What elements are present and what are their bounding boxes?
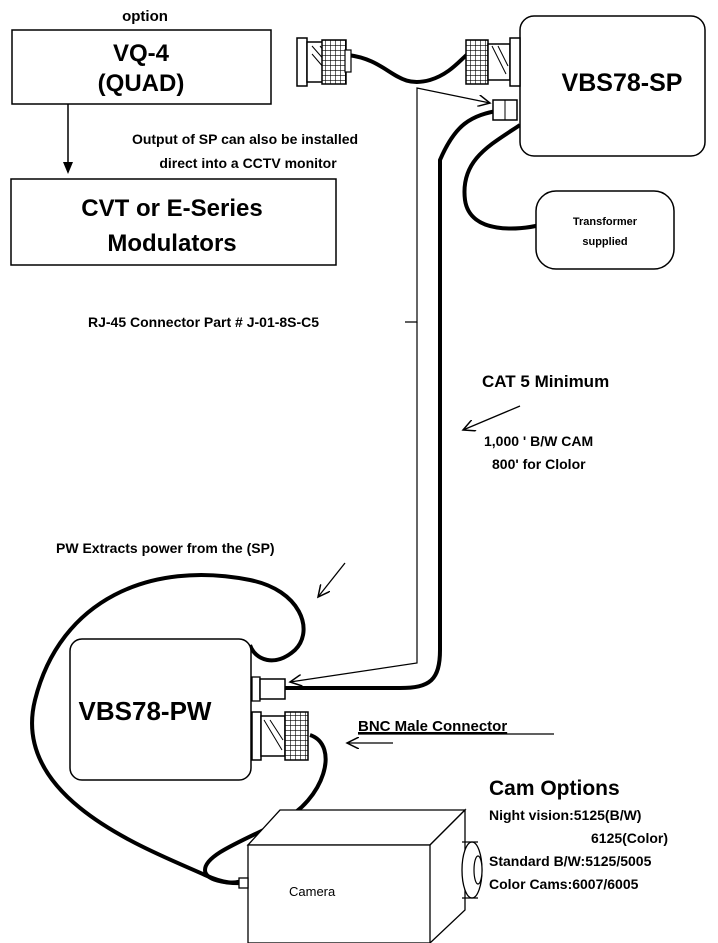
sp-label: VBS78-SP xyxy=(562,69,683,97)
vq4-title: VQ-4 xyxy=(113,40,170,67)
sp-bnc-connector xyxy=(465,37,521,87)
cat5-title: CAT 5 Minimum xyxy=(482,372,609,391)
vbs78-pw-box xyxy=(69,638,252,781)
bnc-camera-cable xyxy=(202,733,328,886)
cam-option-night-bw: Night vision:5125(B/W) xyxy=(489,807,641,823)
camera-label: Camera xyxy=(289,884,336,899)
vq4-quad-box xyxy=(11,29,272,105)
cat5-distance-bw: 1,000 ' B/W CAM xyxy=(484,433,593,449)
modulators-line2: Modulators xyxy=(107,230,236,257)
cam-option-standard-bw: Standard B/W:5125/5005 xyxy=(489,853,652,869)
cat5-distance-color: 800' for Clolor xyxy=(492,456,586,472)
modulators-line1: CVT or E-Series xyxy=(81,195,262,222)
rj45-connector-label: RJ-45 Connector Part # J-01-8S-C5 xyxy=(88,314,319,330)
vq4-bnc-connector xyxy=(296,37,352,87)
video-cable-vq4-sp xyxy=(347,50,472,84)
output-note-line2: direct into a CCTV monitor xyxy=(159,155,337,171)
vq4-subtitle: (QUAD) xyxy=(98,70,185,97)
power-cable xyxy=(462,123,541,231)
pw-bnc-connector xyxy=(251,711,309,761)
option-label: option xyxy=(122,8,168,25)
bnc-male-connector-label: BNC Male Connector xyxy=(358,718,507,735)
cam-options-title: Cam Options xyxy=(489,777,620,800)
sp-rj45-connector xyxy=(492,99,518,121)
camera-icon xyxy=(238,808,483,943)
pw-power-note: PW Extracts power from the (SP) xyxy=(56,540,275,556)
output-note-line1: Output of SP can also be installed xyxy=(132,131,358,147)
pw-power-loop xyxy=(30,573,306,885)
modulators-box xyxy=(10,178,337,266)
rj45-pointer-line xyxy=(405,87,490,323)
pw-power-pointer xyxy=(318,562,346,597)
transformer-box xyxy=(535,190,675,270)
rj45-pointer-line-pw xyxy=(290,322,418,682)
pw-label: VBS78-PW xyxy=(79,696,212,726)
cat5-cable xyxy=(285,108,503,690)
cam-option-color: Color Cams:6007/6005 xyxy=(489,876,639,892)
pw-rj45-connector xyxy=(251,676,286,702)
transformer-line2: supplied xyxy=(582,236,627,248)
cat5-pointer-arrow xyxy=(463,405,521,430)
transformer-line1: Transformer xyxy=(573,216,638,228)
cam-option-night-color: 6125(Color) xyxy=(591,830,668,846)
